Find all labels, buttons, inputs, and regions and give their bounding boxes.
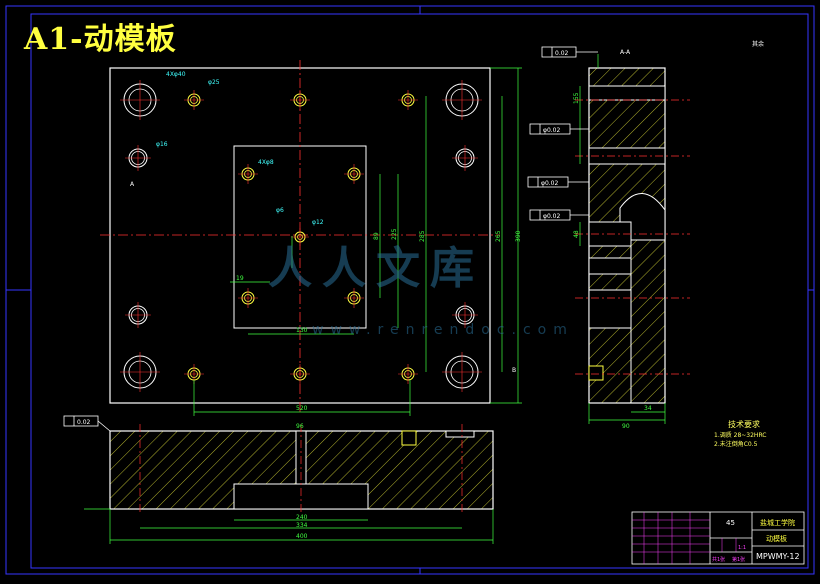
dim-insert-width: 130 xyxy=(296,327,308,334)
technical-requirements: 技术要求 1.调质 28~32HRC 2.未注倒角C0.5 xyxy=(714,420,767,449)
dim-side-thickness: 90 xyxy=(622,423,630,430)
dim-bottom-overall: 400 xyxy=(296,533,308,540)
hole-group xyxy=(120,80,482,392)
plate-plan-view xyxy=(100,60,500,414)
bottom-section-view xyxy=(109,424,494,512)
side-centerlines xyxy=(575,99,690,375)
tb-part-name: 动模板 xyxy=(766,534,787,543)
callout-cavity-hole: 4Xφ8 xyxy=(258,159,274,166)
tol-perp-2: φ0.02 xyxy=(541,180,559,187)
callout-pin-hole: φ6 xyxy=(276,207,284,214)
dim-small-offset: 19 xyxy=(236,275,244,282)
tol-perp-3: φ0.02 xyxy=(543,213,561,220)
tb-sheet: 共1张 xyxy=(712,556,725,563)
side-dimensions xyxy=(579,54,666,424)
tech-req-line-1: 1.调质 28~32HRC xyxy=(714,432,767,439)
watermark-url: www.renrendoc.com xyxy=(312,322,574,338)
dim-bottom-depth: 96 xyxy=(296,423,304,430)
drawing-title: A1-动模板 xyxy=(24,22,177,57)
ref-a2: B xyxy=(512,367,516,374)
tb-material: 45 xyxy=(726,519,735,527)
tb-scale: 1:1 xyxy=(738,545,746,551)
side-section-view xyxy=(588,67,666,404)
tb-school: 盐城工学院 xyxy=(760,518,795,527)
callout-center-hole: φ12 xyxy=(312,219,324,226)
dim-right-inner: 265 xyxy=(495,230,502,242)
tech-req-heading: 技术要求 xyxy=(728,420,760,429)
dim-side-top: 155 xyxy=(573,92,580,104)
dim-right-outer: 390 xyxy=(515,230,522,242)
main-dimensions xyxy=(193,67,522,416)
pin-bore-right xyxy=(445,430,475,438)
callout-sprue: φ16 xyxy=(156,141,168,148)
watermark-text: 人人文库 xyxy=(268,243,484,294)
bottom-dimensions xyxy=(84,508,494,544)
callout-return-pin: φ25 xyxy=(208,79,220,86)
dim-bottom-length: 520 xyxy=(296,405,308,412)
dim-insert-h2: 225 xyxy=(391,228,398,240)
dim-bottom-inner: 334 xyxy=(296,522,308,529)
tb-sheet2: 第1张 xyxy=(732,556,745,563)
callout-guide-hole: 4Xφ40 xyxy=(166,71,186,78)
tol-perp-1: φ0.02 xyxy=(543,127,561,134)
section-label: A-A xyxy=(620,49,631,56)
title-block-small-grid xyxy=(632,512,737,564)
ref-a1: A xyxy=(130,181,135,188)
dim-bottom-cavity: 240 xyxy=(296,514,308,521)
dim-side-mid: 48 xyxy=(573,230,580,238)
tech-req-line-2: 2.未注倒角C0.5 xyxy=(714,441,758,448)
tol-flatness: 0.02 xyxy=(555,50,569,57)
pin-bore-left xyxy=(401,430,417,446)
tol-flat-left: 0.02 xyxy=(77,419,91,426)
roughness-note: 其余 xyxy=(752,40,764,48)
dim-side-step: 34 xyxy=(644,405,652,412)
centering-marks xyxy=(6,6,814,574)
tb-drawing-no: MPWMY-12 xyxy=(756,552,800,561)
title-block-grid xyxy=(631,511,805,565)
dim-right-mid: 285 xyxy=(419,230,426,242)
dim-insert-h1: 89 xyxy=(373,232,380,240)
tolerance-frames xyxy=(63,46,598,432)
